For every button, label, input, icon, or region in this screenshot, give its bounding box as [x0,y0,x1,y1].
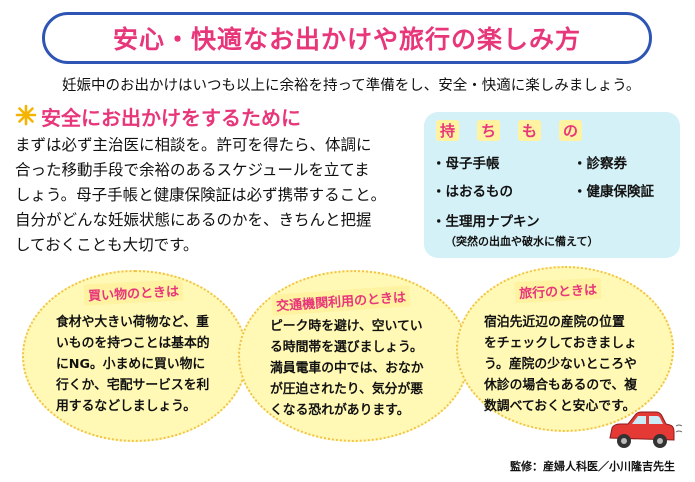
belongings-box [424,112,680,258]
credit-text: 監修：産婦人科医／小川隆吉先生 [510,460,675,473]
card-line: 用するなどしましょう。 [56,399,196,414]
belongings-title-char: も [518,120,542,141]
belongings-note: （突然の出血や破水に備えて） [445,235,599,248]
card-line: る時間帯を選びましょう。 [270,340,423,355]
safety-line: 自分がどんな妊娠状態にあるのかを、きちんと把握 [15,211,372,229]
car-icon [604,408,684,456]
belongings-item: ・診察券 [573,156,627,172]
belongings-title: 持 ち も の [436,120,583,141]
belongings-title-char: 持 [436,120,460,141]
card-line: 食材や大きい荷物など、重 [56,315,209,330]
safety-line: しておくことも大切です。 [15,236,199,254]
sparkle-icon [15,104,37,130]
safety-heading-text: 安全にお出かけをするために [41,106,301,130]
card-line: 満員電車の中では、おなか [270,361,424,376]
safety-line: しょう。母子手帳と健康保険証は必ず携帯すること。 [15,186,387,204]
safety-heading: 安全にお出かけをするために [15,102,301,131]
intro-text: 妊娠中のお出かけはいつも以上に余裕を持って準備をし、安全・快適に楽しみましょう。 [62,78,641,94]
safety-body: まずは必ず主治医に相談を。許可を得たら、体調に 合った移動手段で余裕のあるスケジ… [15,133,415,258]
safety-line: まずは必ず主治医に相談を。許可を得たら、体調に [15,136,372,154]
belongings-title-char: の [559,120,583,141]
card-line: 休診の場合もあるので、複 [484,378,638,393]
belongings-item: ・健康保険証 [573,184,654,200]
transport-card-body: ピーク時を避け、空いてい る時間帯を選びましょう。 満員電車の中では、おなか が… [270,316,424,421]
card-line: にNG。小まめに買い物に [56,357,206,372]
shopping-card-body: 食材や大きい荷物など、重 いものを持つことは基本的 にNG。小まめに買い物に 行… [56,312,210,417]
travel-card-title: 旅行のときは [514,277,602,304]
belongings-item: ・母子手帳 [432,156,500,172]
card-line: いものを持つことは基本的 [56,336,210,351]
card-line: 数調べておくと安心です。 [484,399,636,414]
belongings-title-char: ち [477,120,501,141]
travel-card-body: 宿泊先近辺の産院の位置 をチェックしておきましょ う。産院の少ないところや 休診… [484,312,637,417]
card-line: をチェックしておきましょ [484,336,637,351]
card-line: ピーク時を避け、空いてい [270,319,423,334]
belongings-item: ・はおるもの [432,184,513,200]
safety-line: 合った移動手段で余裕のあるスケジュールを立てま [15,161,370,179]
title-banner: 安心・快適なお出かけや旅行の楽しみ方 [50,19,644,57]
card-line: 宿泊先近辺の産院の位置 [484,315,625,330]
card-line: くなる恐れがあります。 [270,403,410,418]
page-title: 安心・快適なお出かけや旅行の楽しみ方 [112,25,581,54]
card-line: う。産院の少ないところや [484,357,637,372]
card-line: が圧迫されたり、気分が悪 [270,382,424,397]
belongings-item: ・生理用ナプキン [432,214,540,230]
card-line: 行くか、宅配サービスを利 [56,378,210,393]
